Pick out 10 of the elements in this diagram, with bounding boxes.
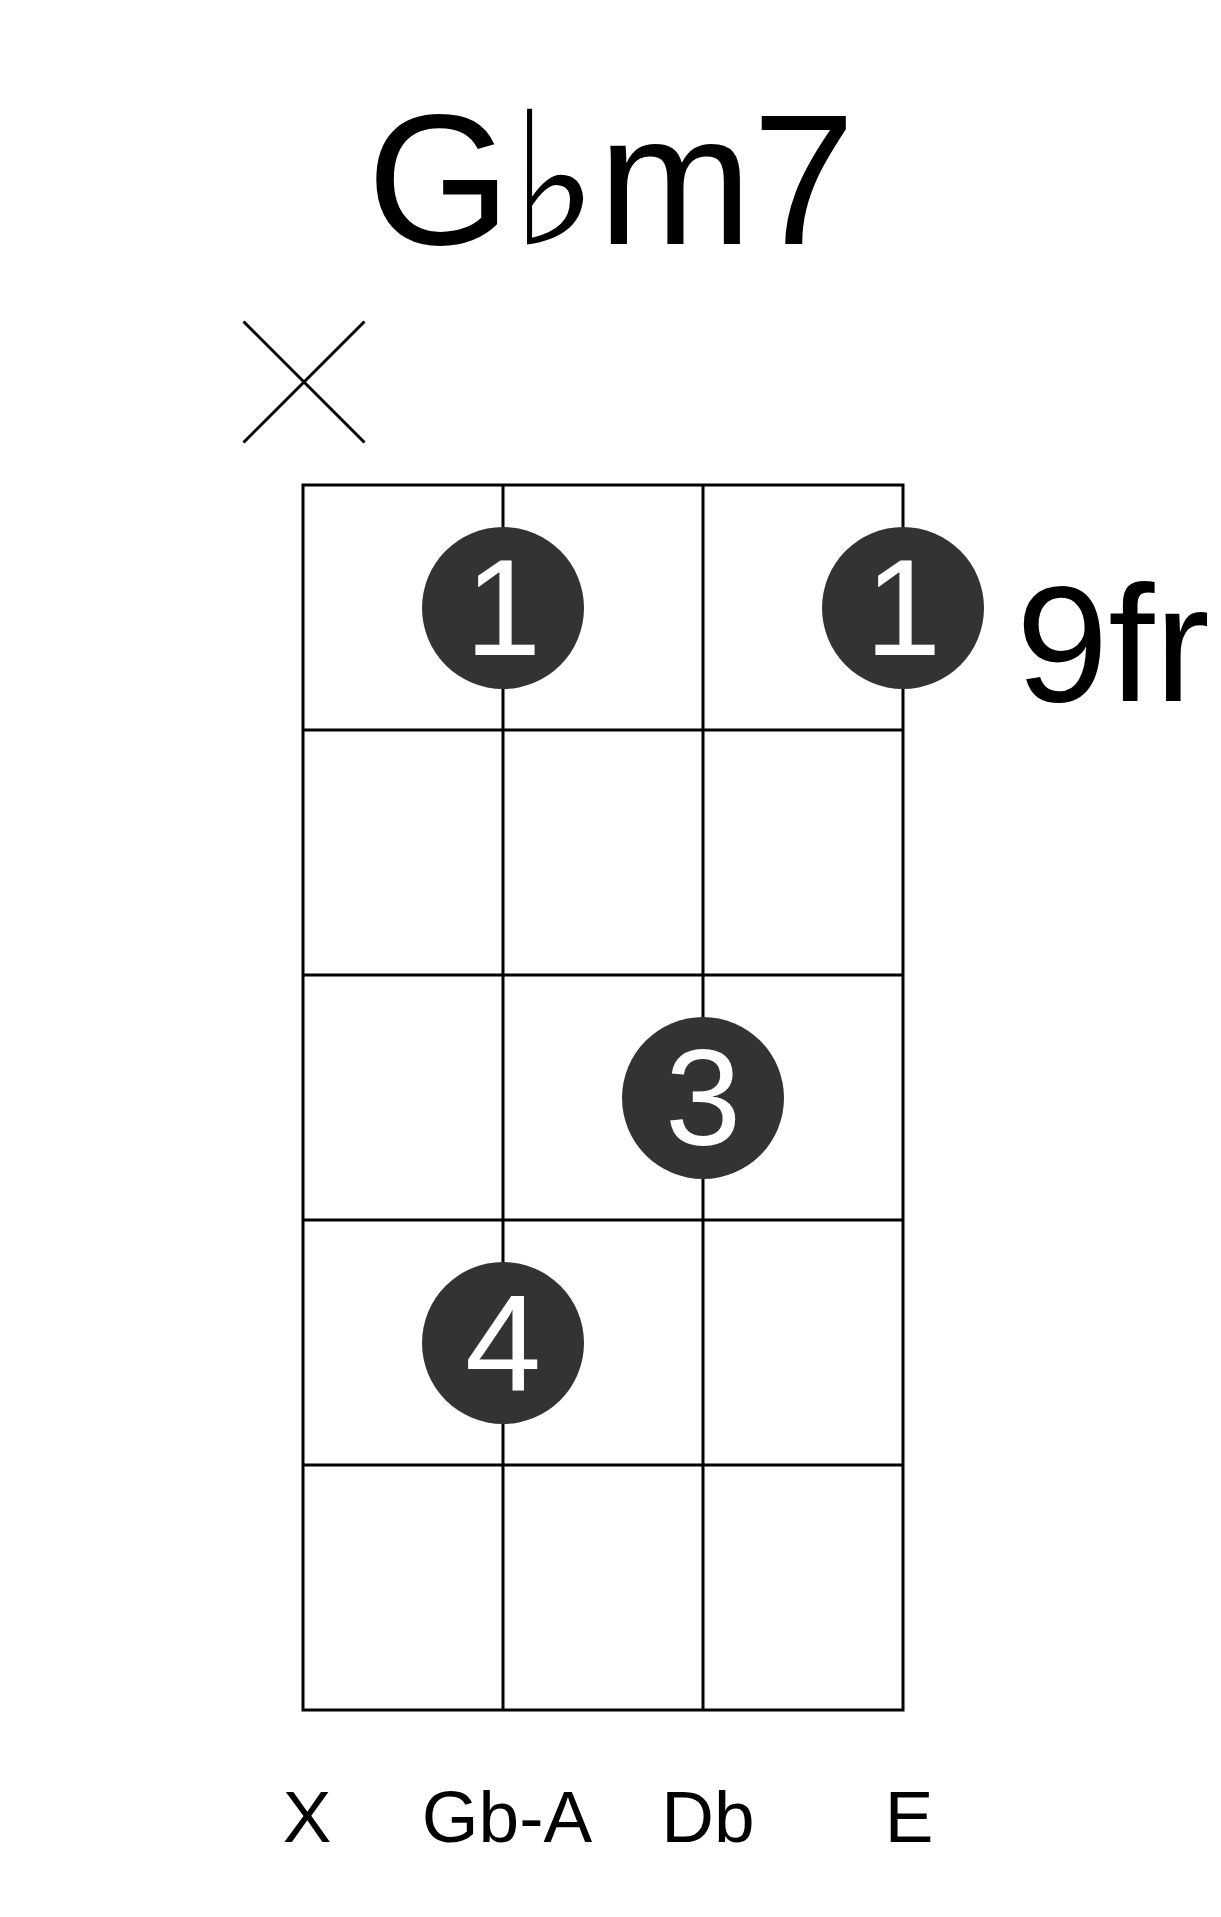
finger-dot: 1	[422, 526, 584, 689]
string-note-label: E	[884, 1780, 934, 1853]
string-note-label: Gb-A	[421, 1780, 593, 1853]
finger-dot: 1	[822, 526, 984, 689]
string-note-label: X	[282, 1780, 332, 1853]
fret-position-label: 9fr	[1016, 561, 1210, 727]
chord-title: G♭m7	[366, 88, 856, 273]
finger-dot: 4	[422, 1261, 584, 1424]
finger-dot: 3	[622, 1016, 784, 1179]
string-note-label: Db	[661, 1780, 755, 1853]
